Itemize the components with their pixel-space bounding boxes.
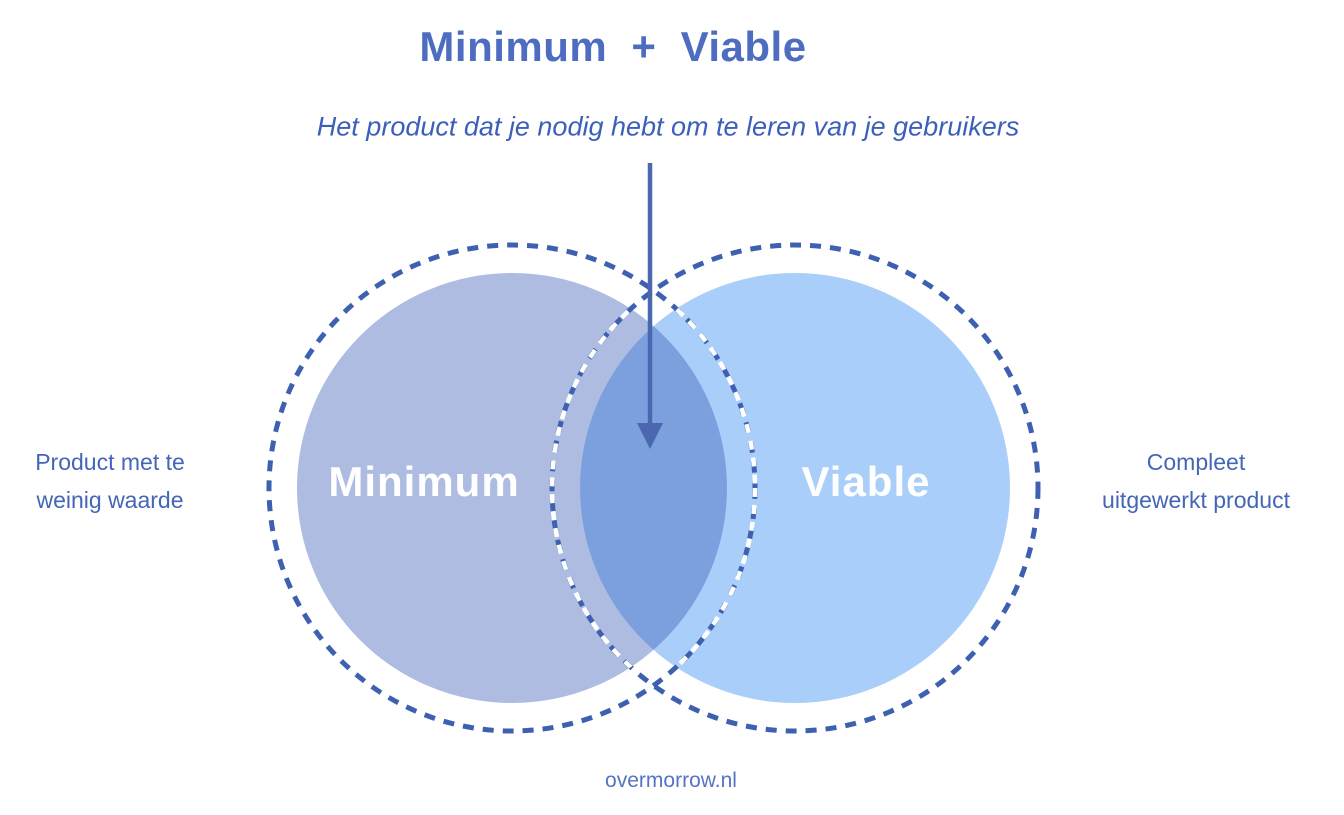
left-annotation: Product met te weinig waarde — [35, 443, 185, 519]
viable-circle-label: Viable — [801, 458, 931, 505]
page-subtitle: Het product dat je nodig hebt om te lere… — [316, 111, 1020, 142]
left-annotation-line-1: Product met te — [35, 449, 185, 475]
right-annotation: Compleet uitgewerkt product — [1102, 443, 1290, 519]
pointer-arrow-head — [637, 423, 663, 449]
minimum-dashed-ring-white-segment — [580, 273, 758, 703]
page-title: Minimum + Viable — [419, 23, 807, 70]
right-annotation-line-1: Compleet — [1146, 449, 1246, 475]
left-annotation-line-2: weinig waarde — [36, 487, 184, 513]
viable-dashed-ring — [549, 242, 1041, 734]
minimum-circle-label: Minimum — [328, 458, 520, 505]
overlap-region — [580, 273, 727, 703]
right-annotation-line-2: uitgewerkt product — [1102, 487, 1290, 513]
website-credit: overmorrow.nl — [605, 769, 737, 792]
